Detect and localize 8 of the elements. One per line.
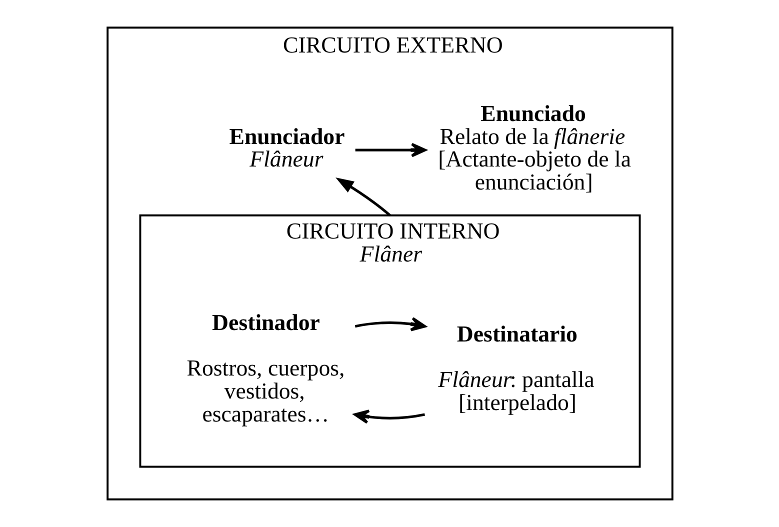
- node-text: Enunciado Relato de la flânerie [Actante-objeto de la enunciación]: [438, 100, 630, 195]
- node-text: Destinador Rostros, cuerpos, vestidos, escaparates…: [186, 310, 344, 426]
- arrow: [354, 142, 426, 158]
- node-text: Destinatario Flâneur: pantalla [interpelado]: [438, 321, 594, 415]
- arrow: [354, 317, 426, 332]
- arrow: [335, 177, 390, 216]
- arrow: [353, 410, 424, 424]
- node-text: Enunciador Flâneur: [228, 124, 344, 172]
